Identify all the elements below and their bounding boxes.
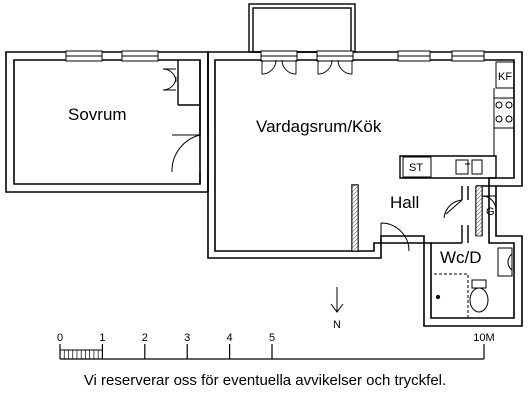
scale-tick-label: 5 — [269, 332, 275, 344]
windows — [65, 50, 485, 62]
fixture-label-st: ST — [409, 162, 423, 174]
scale-tick-label: 4 — [227, 332, 233, 344]
outer-walls — [5, 51, 523, 327]
scale-tick-label: 10M — [473, 332, 494, 344]
bathroom-fixtures — [434, 247, 513, 318]
north-label: N — [333, 319, 341, 331]
scale-tick-label: 0 — [57, 332, 63, 344]
disclaimer-text: Vi reserverar oss för eventuella avvikel… — [83, 372, 447, 389]
room-label-wc: Wc/D — [440, 248, 482, 267]
kitchen-fixtures — [402, 61, 515, 178]
north-arrow — [330, 287, 344, 313]
room-label-bedroom: Sovrum — [68, 105, 127, 124]
scale-tick-label: 1 — [99, 332, 105, 344]
fixture-label-kf: KF — [498, 71, 512, 83]
room-label-hall: Hall — [390, 193, 419, 212]
interior-walls — [177, 60, 497, 252]
scale-bar: 0 1 2 3 4 5 10M — [57, 332, 495, 360]
scale-tick-label: 2 — [142, 332, 148, 344]
scale-tick-label: 3 — [184, 332, 190, 344]
room-label-living-kitchen: Vardagsrum/Kök — [256, 117, 382, 136]
balcony-door-swings — [261, 59, 353, 75]
doors — [162, 68, 497, 252]
balcony — [248, 3, 356, 53]
hatched-walls — [351, 184, 483, 252]
fixture-label-g: G — [486, 206, 495, 218]
